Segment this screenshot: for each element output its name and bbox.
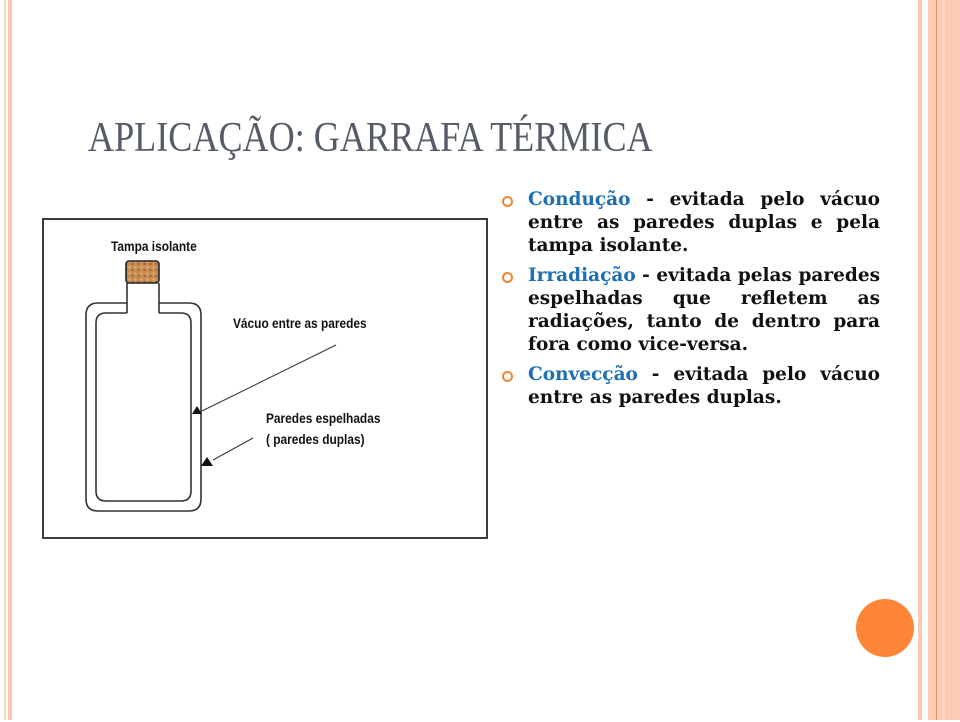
bullet-text: - evitada pelo vácuo entre as paredes du… xyxy=(528,189,880,256)
bullet-convection: Convecção - evitada pelo vácuo entre as … xyxy=(500,363,880,409)
vacuum-label: Vácuo entre as paredes xyxy=(233,315,367,331)
right-border-stripe xyxy=(918,0,922,720)
term-convection: Convecção xyxy=(528,364,638,385)
cap-label: Tampa isolante xyxy=(111,238,197,254)
right-border-line xyxy=(936,0,937,720)
decorative-orange-circle xyxy=(856,599,914,657)
left-border-stripe xyxy=(8,0,12,720)
bullet-text: - evitada pelas paredes espelhadas que r… xyxy=(528,265,880,355)
right-border-stripe xyxy=(942,0,945,720)
bullet-list: Condução - evitada pelo vácuo entre as p… xyxy=(500,188,880,416)
thermos-diagram: Tampa isolante Vácuo entre as paredes Pa… xyxy=(42,218,488,539)
walls-sublabel: ( paredes duplas) xyxy=(266,431,365,447)
term-radiation: Irradiação xyxy=(528,265,636,286)
left-border-stripe xyxy=(4,0,6,720)
ring-bullet-icon xyxy=(502,196,513,207)
term-conduction: Condução xyxy=(528,189,631,210)
bullet-radiation: Irradiação - evitada pelas paredes espel… xyxy=(500,264,880,356)
walls-label: Paredes espelhadas xyxy=(266,410,381,426)
slide-title: APLICAÇÃO: GARRAFA TÉRMICA xyxy=(88,115,653,161)
ring-bullet-icon xyxy=(502,371,513,382)
ring-bullet-icon xyxy=(502,272,513,283)
bullet-text: - evitada pelo vácuo entre as paredes du… xyxy=(528,364,880,408)
bullet-conduction: Condução - evitada pelo vácuo entre as p… xyxy=(500,188,880,257)
